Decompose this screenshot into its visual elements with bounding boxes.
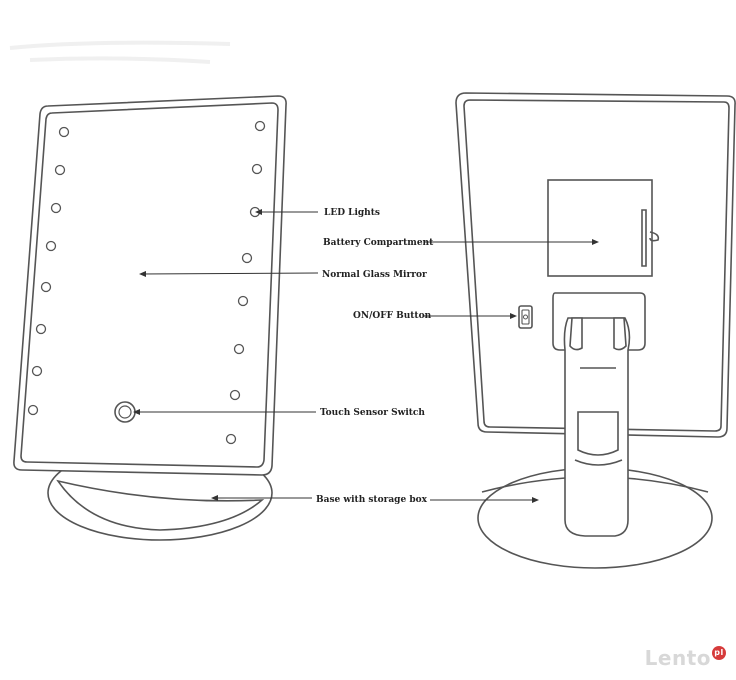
watermark-brand: Lento <box>644 646 711 670</box>
watermark-suffix: pl <box>712 646 726 660</box>
battery-compartment <box>547 179 660 277</box>
led-light <box>27 404 39 416</box>
led-light <box>40 281 52 293</box>
label-normal-glass-mirror: Normal Glass Mirror <box>322 270 427 280</box>
label-battery-compartment: Battery Compartment <box>323 238 434 248</box>
led-light <box>31 365 43 377</box>
led-lights <box>27 120 266 445</box>
label-on-off-button: ON/OFF Button <box>353 311 432 321</box>
back-stand <box>552 292 646 537</box>
led-light <box>58 126 70 138</box>
led-light <box>229 389 241 401</box>
led-light <box>225 433 237 445</box>
led-light <box>54 164 66 176</box>
label-led-lights: LED Lights <box>324 208 380 218</box>
led-light <box>237 295 249 307</box>
leader-mirror <box>139 270 319 277</box>
smudge <box>9 40 231 64</box>
led-light <box>251 163 263 175</box>
back-panel <box>455 92 736 438</box>
label-touch-sensor-switch: Touch Sensor Switch <box>320 408 425 418</box>
led-light <box>254 120 266 132</box>
labels: LED Lights Normal Glass Mirror Touch Sen… <box>316 208 434 505</box>
led-light <box>45 240 57 252</box>
on-off-button <box>518 305 533 329</box>
led-light <box>50 202 62 214</box>
front-view <box>13 95 287 541</box>
led-light <box>233 343 245 355</box>
back-view <box>455 92 736 569</box>
front-mirror-frame <box>13 95 287 476</box>
label-base-storage-box: Base with storage box <box>316 495 428 505</box>
callout-lines <box>133 209 599 503</box>
led-light <box>241 252 253 264</box>
led-light <box>35 323 47 335</box>
